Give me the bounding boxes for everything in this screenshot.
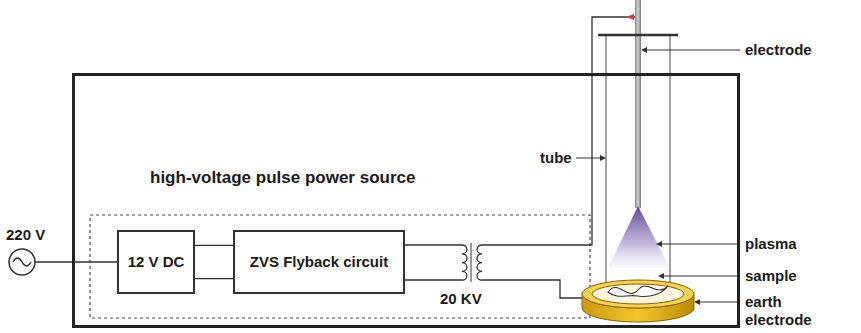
part-label: 20 KV	[440, 290, 482, 308]
leader-line	[576, 158, 602, 159]
circuit-block: 12 V DC	[117, 230, 195, 294]
leader-arrowhead	[658, 273, 664, 279]
leader-line	[660, 244, 740, 245]
primary-wire	[405, 279, 462, 280]
block-label: ZVS Flyback circuit	[250, 253, 388, 272]
primary-wire	[405, 244, 462, 245]
block-label: 12 V DC	[128, 253, 185, 272]
clip-connector	[626, 14, 634, 20]
leader-arrowhead	[694, 299, 700, 305]
mains-wire	[35, 261, 118, 262]
dashed-enclosure	[90, 215, 590, 318]
part-label: tube	[540, 149, 572, 167]
circuit-block: ZVS Flyback circuit	[233, 230, 405, 294]
ac-wave	[13, 258, 31, 266]
electrode-rod	[635, 0, 641, 208]
part-label: sample	[745, 267, 797, 285]
power-source-housing: high-voltage pulse power source 12 V DC ZV…	[72, 73, 740, 328]
plasma-plume	[608, 206, 670, 268]
part-label: electrode	[745, 41, 812, 59]
ac-source-symbol	[9, 249, 35, 275]
housing-title: high-voltage pulse power source	[150, 168, 415, 188]
hv-wire	[482, 17, 636, 245]
sample-film	[608, 286, 668, 297]
ground-wire	[482, 280, 582, 298]
primary-coil	[462, 245, 467, 280]
part-label: plasma	[745, 235, 797, 253]
tube-cap	[598, 34, 678, 37]
leader-line	[644, 50, 740, 51]
leader-arrowhead	[600, 155, 606, 161]
earth-ring-top	[582, 280, 694, 308]
part-label: 220 V	[6, 226, 45, 244]
dc-wire-pair	[195, 245, 233, 278]
leader-line	[662, 276, 740, 277]
leader-line	[698, 302, 740, 303]
leader-arrowhead	[656, 241, 662, 247]
secondary-coil	[477, 245, 482, 280]
part-label: earth electrode	[745, 293, 835, 329]
leader-arrowhead	[641, 47, 647, 53]
transformer-core	[471, 243, 472, 282]
earth-ring-inner	[592, 284, 684, 304]
